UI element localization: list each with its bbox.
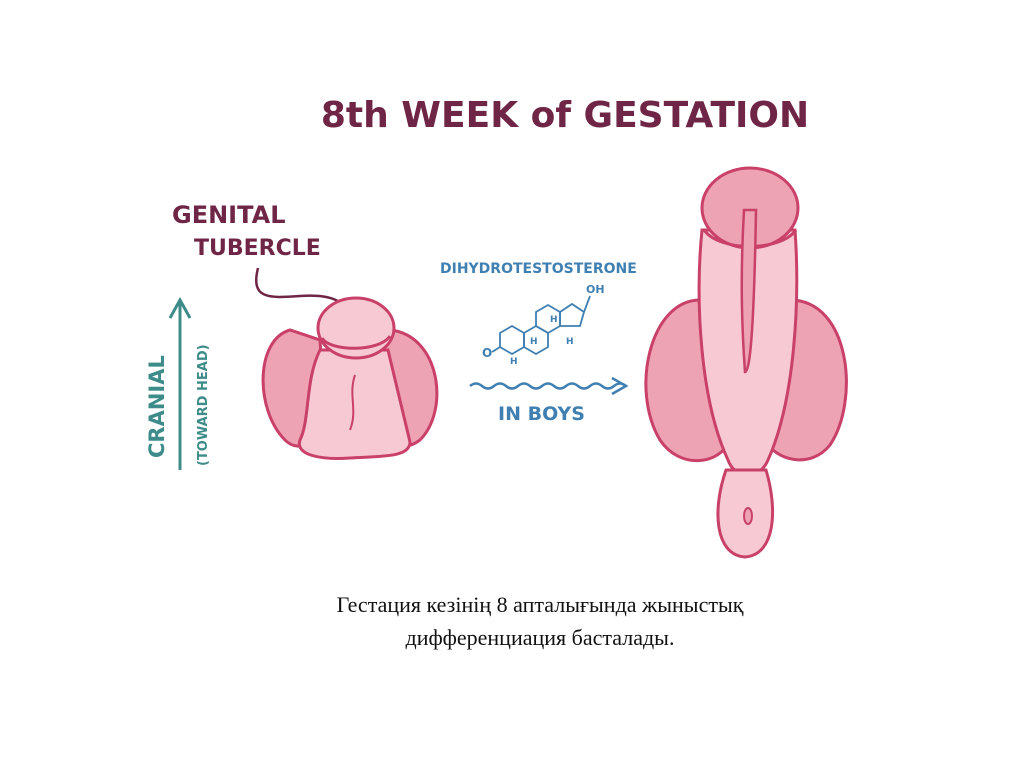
h-atom-4: H [510, 357, 518, 367]
wavy-arrow-head [611, 376, 629, 396]
urogenital-body [297, 348, 412, 460]
ring-a [499, 324, 525, 356]
steroid-structure [491, 295, 591, 356]
wavy-arrow-shaft [469, 382, 627, 390]
oh-label: OH [586, 283, 605, 296]
label-genital: GENITAL [172, 201, 285, 229]
ring-d [559, 302, 586, 327]
urogenital-groove [349, 374, 356, 431]
label-in-boys: IN BOYS [498, 403, 585, 425]
urethral-groove [740, 208, 758, 374]
genital-tubercle [316, 296, 396, 360]
h-atom-2: H [530, 337, 538, 347]
oh-bond [583, 295, 591, 313]
diagram-title: 8th WEEK of GESTATION [321, 95, 809, 136]
label-tubercle: TUBERCLE [194, 236, 321, 261]
cranial-arrow-head [168, 296, 192, 319]
label-toward-head: (TOWARD HEAD) [196, 344, 211, 466]
h-atom-3: H [566, 337, 574, 347]
caption-line-2: дифференциация басталады. [405, 625, 675, 650]
label-cranial: CRANIAL [145, 355, 169, 458]
indifferent-genitalia-figure [261, 296, 439, 460]
ketone-o-label: O [482, 346, 492, 360]
lower-opening [743, 507, 753, 525]
tubercle-rim [320, 335, 392, 350]
slide-caption: Гестация кезінің 8 апталығында жыныстық … [200, 588, 880, 654]
caption-line-1: Гестация кезінің 8 апталығында жыныстық [336, 592, 744, 617]
h-atom-1: H [550, 315, 558, 325]
label-hormone: DIHYDROTESTOSTERONE [440, 261, 637, 277]
male-genitalia-figure [644, 166, 848, 559]
ketone-bond [491, 346, 501, 353]
